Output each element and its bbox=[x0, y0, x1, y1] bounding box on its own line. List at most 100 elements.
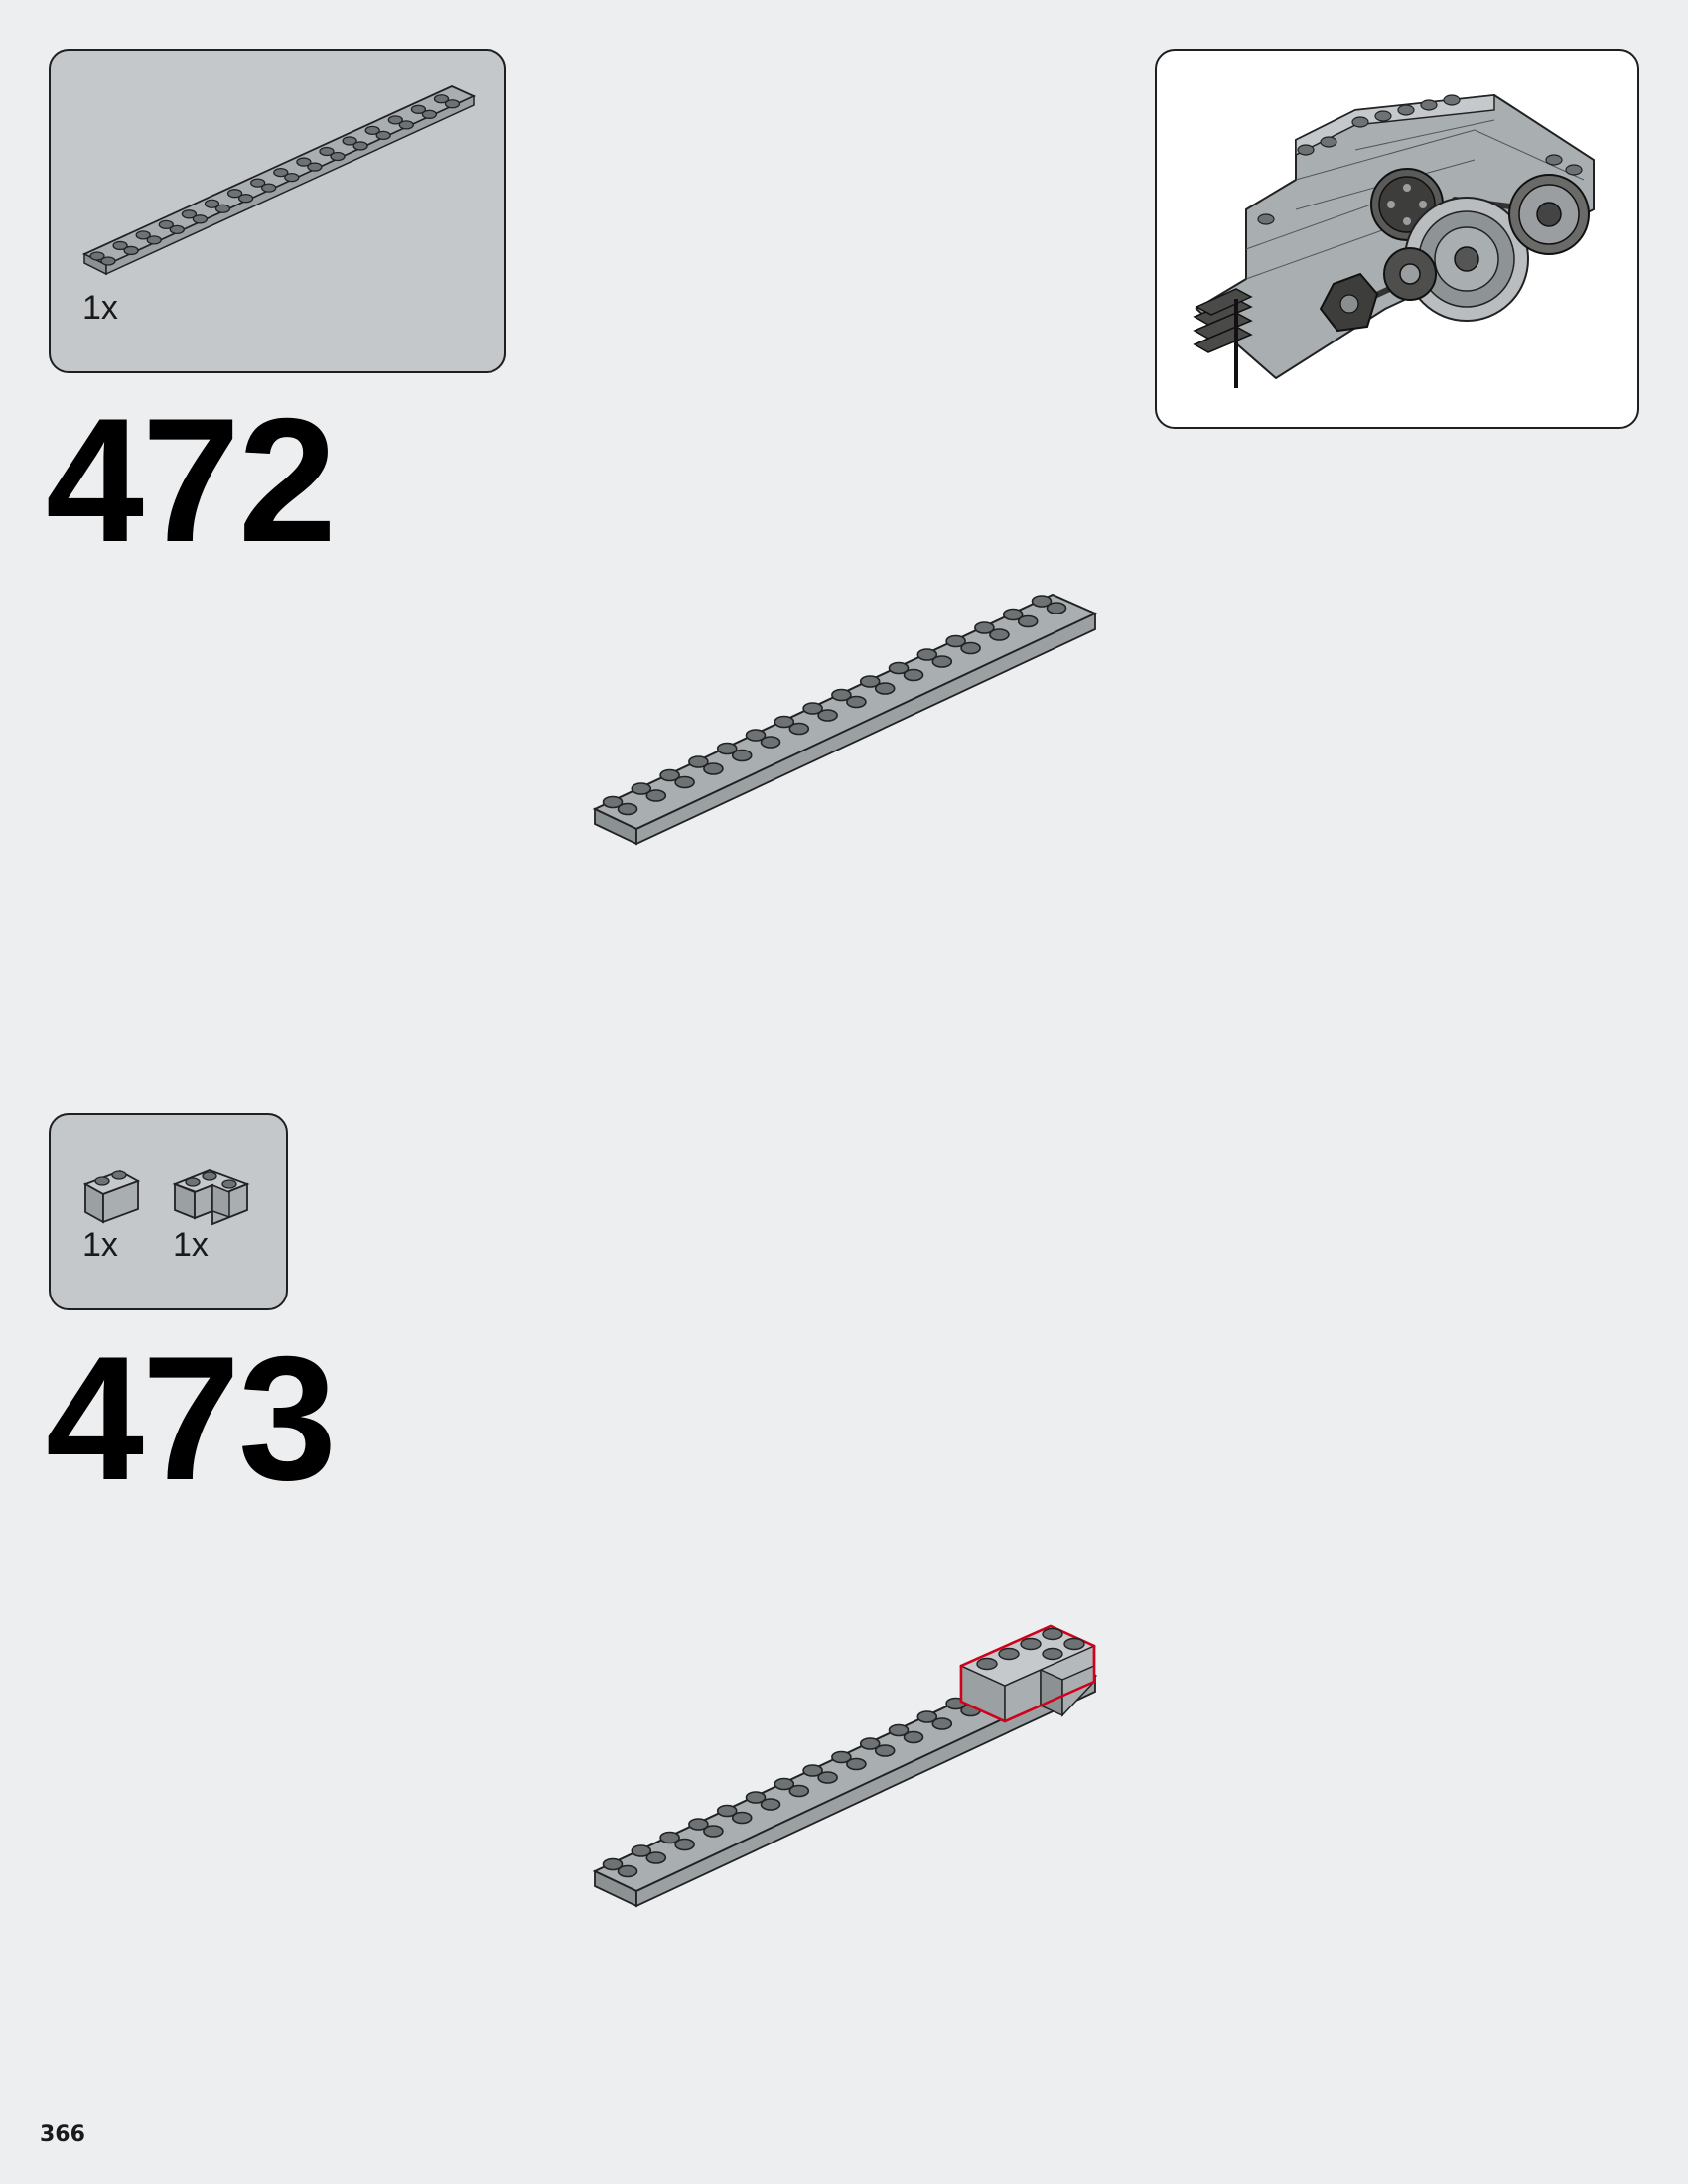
stud bbox=[774, 715, 795, 729]
stud bbox=[745, 1791, 767, 1804]
stud bbox=[774, 1777, 795, 1791]
stud bbox=[688, 1818, 709, 1831]
stud bbox=[731, 1811, 753, 1825]
stud bbox=[319, 146, 335, 157]
stud bbox=[802, 1764, 823, 1777]
stud bbox=[617, 802, 638, 816]
stud bbox=[237, 194, 254, 204]
stud bbox=[846, 695, 867, 709]
stud bbox=[831, 1750, 852, 1764]
stud bbox=[817, 709, 838, 722]
stud bbox=[1002, 608, 1024, 621]
stud bbox=[296, 157, 312, 167]
submodel-preview-box bbox=[1155, 49, 1639, 429]
stud bbox=[802, 702, 823, 715]
stud bbox=[903, 1730, 924, 1744]
stud bbox=[444, 99, 461, 109]
stud bbox=[123, 245, 139, 256]
stud bbox=[1031, 595, 1053, 608]
part-quantity: 1x bbox=[82, 1226, 118, 1264]
stud bbox=[100, 256, 116, 266]
stud bbox=[352, 141, 368, 151]
stud bbox=[433, 94, 450, 104]
brick-1x2-part-icon bbox=[82, 1170, 141, 1224]
stud bbox=[602, 795, 624, 809]
stud bbox=[974, 621, 995, 634]
stud bbox=[859, 675, 881, 688]
page-number: 366 bbox=[40, 2122, 85, 2147]
step-472-assembly-image bbox=[592, 593, 1098, 846]
stud bbox=[945, 634, 966, 648]
stud bbox=[181, 209, 198, 219]
stud bbox=[158, 219, 174, 230]
stud bbox=[731, 749, 753, 762]
stud bbox=[214, 204, 231, 213]
part-quantity: 1x bbox=[173, 1226, 209, 1264]
stud bbox=[846, 1757, 867, 1771]
stud bbox=[659, 1831, 680, 1844]
stud bbox=[112, 240, 128, 251]
stud bbox=[342, 136, 357, 146]
stud bbox=[330, 151, 346, 162]
parts-callout-step-473: 1x 1x bbox=[49, 1113, 288, 1310]
stud bbox=[273, 167, 289, 178]
step-number: 473 bbox=[46, 1319, 337, 1517]
stud bbox=[859, 1737, 881, 1750]
stud bbox=[631, 782, 652, 795]
stud bbox=[659, 768, 680, 782]
stud bbox=[410, 104, 427, 114]
step-473-assembly-image bbox=[592, 1624, 1098, 1908]
parts-callout-step-472: 1x bbox=[49, 49, 506, 373]
stud bbox=[674, 775, 695, 789]
step-number: 472 bbox=[46, 381, 337, 579]
gear-assembly-preview-image bbox=[1193, 93, 1595, 388]
stud bbox=[760, 1798, 781, 1811]
stud bbox=[716, 742, 738, 755]
stud bbox=[89, 251, 105, 261]
stud bbox=[169, 224, 185, 235]
stud bbox=[831, 688, 852, 702]
stud bbox=[817, 1771, 838, 1784]
stud bbox=[703, 1825, 724, 1838]
stud bbox=[261, 183, 277, 193]
stud bbox=[874, 682, 896, 695]
brick-corner-2x2-part-icon bbox=[172, 1169, 250, 1226]
stud bbox=[989, 628, 1010, 641]
plate-2x16-part-icon bbox=[81, 85, 477, 276]
stud bbox=[1017, 614, 1039, 628]
stud bbox=[760, 736, 781, 749]
stud bbox=[916, 1710, 938, 1723]
stud bbox=[204, 199, 220, 208]
stud bbox=[931, 655, 953, 668]
stud bbox=[602, 1857, 624, 1871]
stud bbox=[745, 729, 767, 742]
stud bbox=[916, 648, 938, 661]
stud bbox=[135, 230, 151, 240]
stud bbox=[284, 172, 300, 183]
stud bbox=[888, 1723, 910, 1737]
stud bbox=[888, 661, 910, 675]
stud bbox=[645, 1851, 667, 1864]
stud bbox=[364, 125, 380, 136]
stud bbox=[617, 1864, 638, 1878]
stud bbox=[375, 130, 391, 141]
stud bbox=[674, 1838, 695, 1851]
stud bbox=[931, 1717, 953, 1730]
stud bbox=[788, 722, 810, 736]
stud bbox=[250, 178, 266, 188]
stud bbox=[398, 120, 414, 130]
stud bbox=[716, 1804, 738, 1818]
stud bbox=[960, 641, 981, 655]
stud bbox=[226, 189, 243, 199]
stud bbox=[688, 755, 709, 768]
stud bbox=[146, 235, 162, 245]
stud bbox=[631, 1844, 652, 1857]
stud bbox=[703, 762, 724, 775]
part-quantity: 1x bbox=[82, 289, 118, 327]
stud bbox=[421, 109, 438, 119]
stud bbox=[387, 115, 403, 125]
stud bbox=[645, 789, 667, 802]
stud bbox=[788, 1784, 810, 1798]
stud bbox=[307, 162, 323, 172]
stud bbox=[874, 1744, 896, 1757]
